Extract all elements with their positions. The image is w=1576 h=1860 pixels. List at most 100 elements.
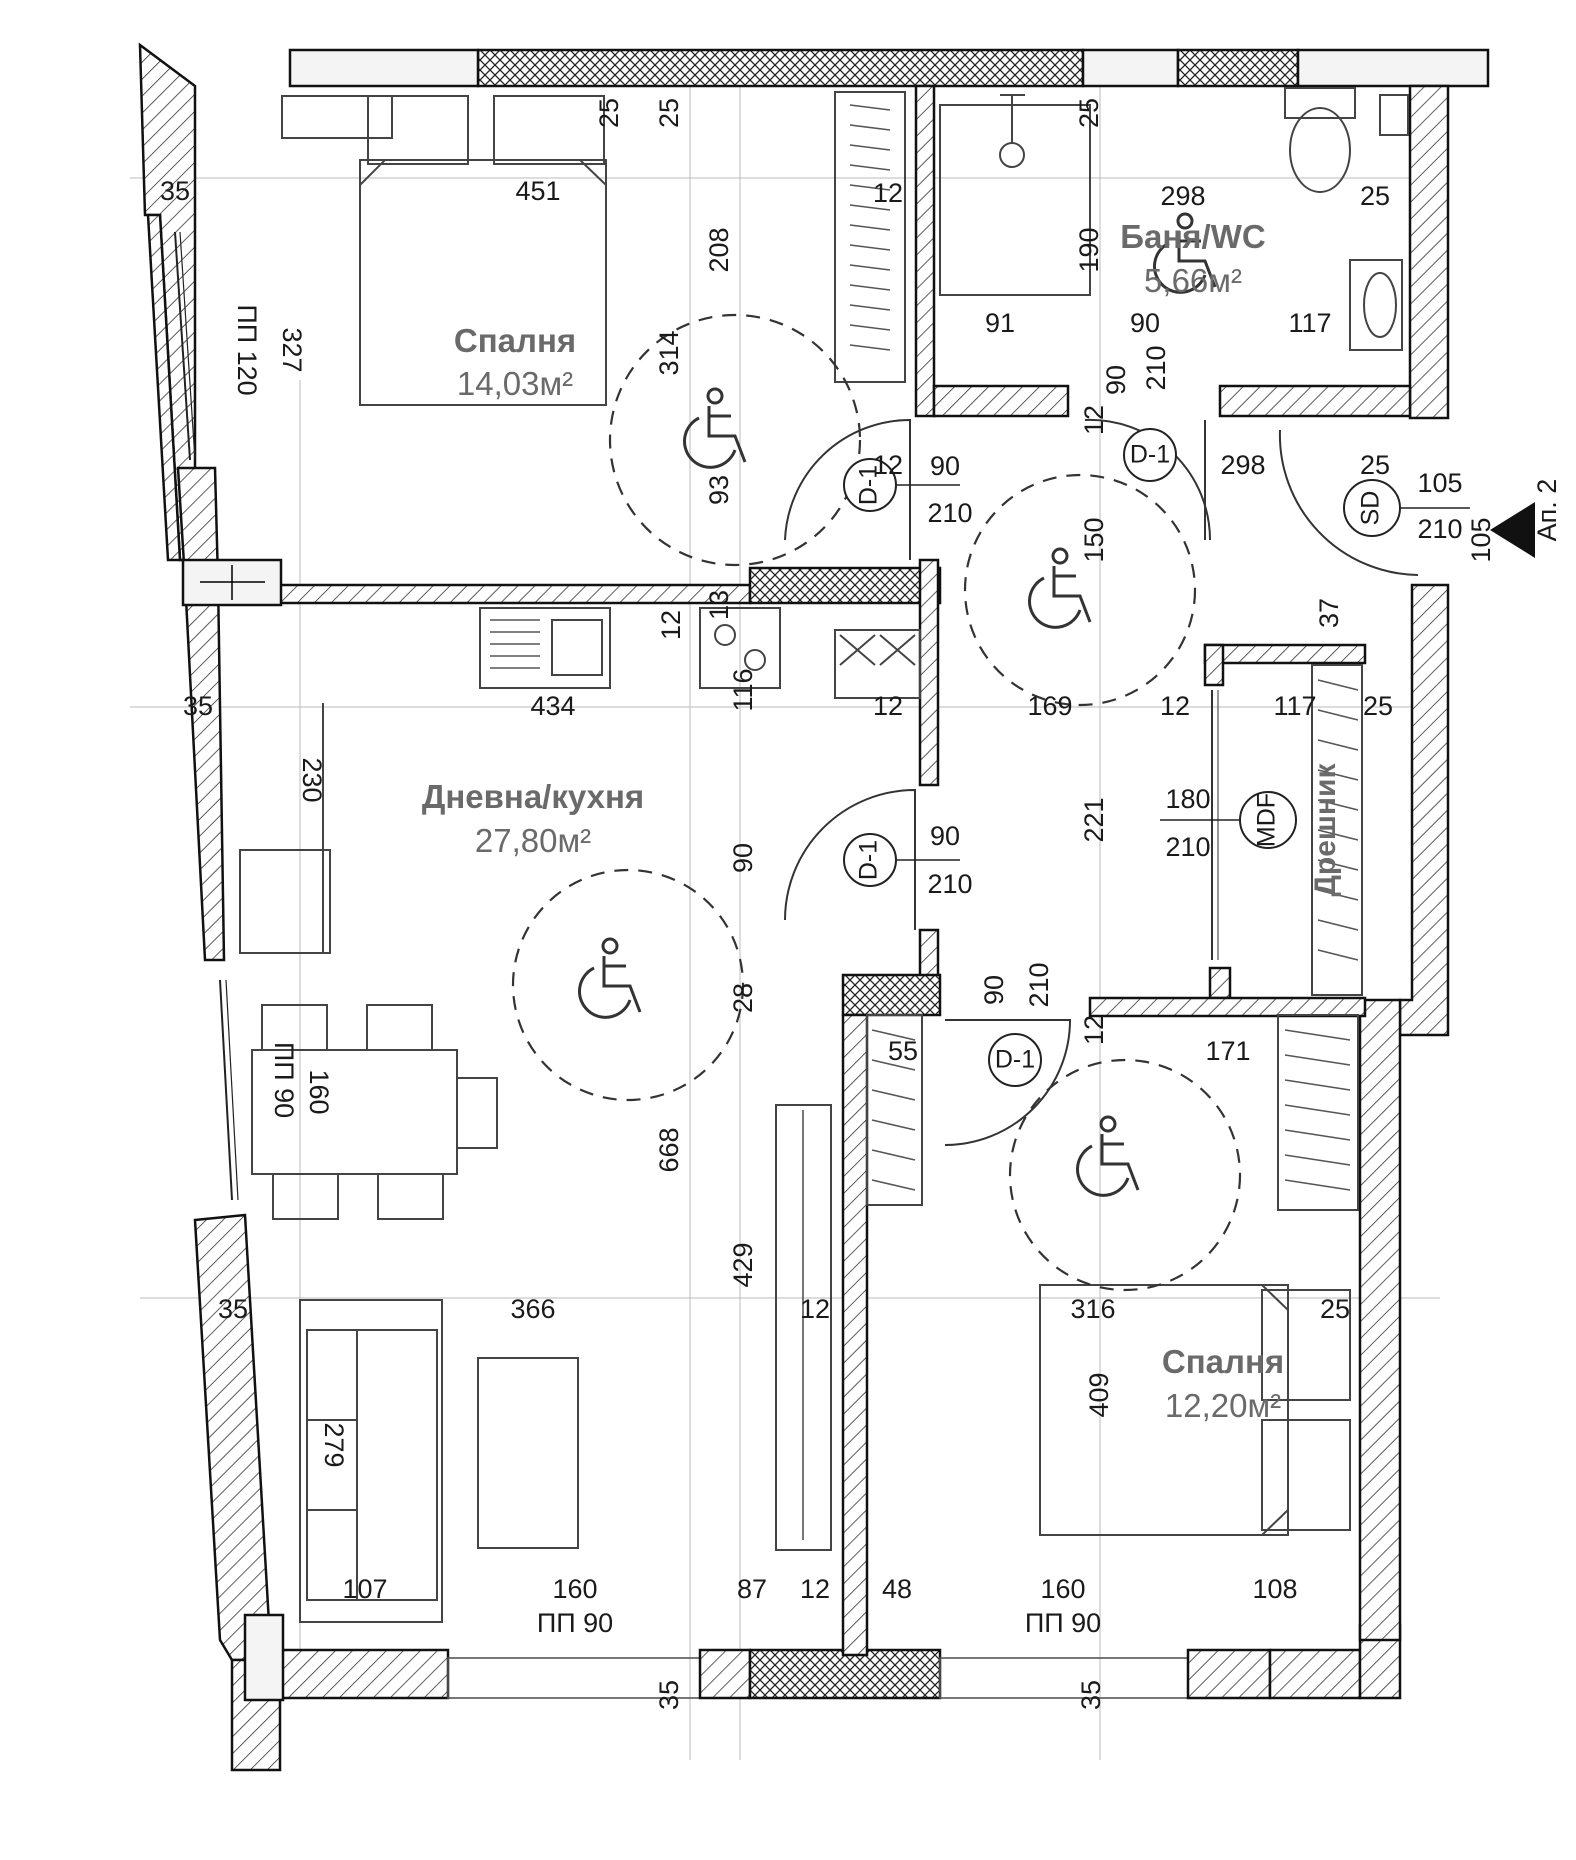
bed-2: [866, 1014, 1359, 1536]
dim-label: 28: [728, 983, 758, 1013]
windows-left: [174, 231, 239, 1201]
dim-label: 35: [218, 1294, 248, 1324]
entry-label: Ап. 2: [1532, 479, 1562, 542]
dim-label: 169: [1027, 691, 1072, 721]
door-width-d1-bedroom2: 90: [979, 975, 1009, 1005]
dim-label: 316: [1070, 1294, 1115, 1324]
dim-label: 171: [1205, 1036, 1250, 1066]
dim-label: 12: [1079, 405, 1109, 435]
room-name-wardrobe: Дрешник: [1309, 763, 1342, 897]
dim-label: 37: [1314, 598, 1344, 628]
columns: [181, 558, 285, 1702]
dim-label: 90: [728, 843, 758, 873]
door-height-d1-bedroom2: 210: [1024, 962, 1054, 1007]
dim-label: 409: [1084, 1372, 1114, 1417]
door-tag-d1-bath: D-1: [1130, 441, 1170, 469]
bed-1: [281, 95, 607, 406]
dim-label: 150: [1079, 517, 1109, 562]
dining-table: [251, 1004, 498, 1220]
sofa: [299, 1104, 832, 1623]
dim-label: 93: [704, 475, 734, 505]
door-tag-sd: SD: [1357, 491, 1385, 526]
room-area-living: 27,80м²: [475, 822, 591, 859]
dim-label: 35: [1076, 1680, 1106, 1710]
dim-label: 91: [985, 308, 1015, 338]
window-label-left-top: ПП 120: [232, 304, 262, 395]
dim-label: 117: [1273, 691, 1316, 721]
door-width-mdf: 180: [1165, 784, 1210, 814]
dim-label: 160: [1040, 1574, 1085, 1604]
dim-label: 12: [800, 1294, 830, 1324]
door-tag-d1-bedroom2: D-1: [995, 1046, 1035, 1074]
wardrobe-1: [834, 91, 906, 383]
entry-dim: 105: [1466, 517, 1496, 562]
dim-label: 12: [656, 610, 686, 640]
room-name-bedroom-1: Спалня: [454, 322, 576, 359]
door-height-d1-bedroom: 210: [927, 498, 972, 528]
entry-arrow: [1490, 502, 1535, 558]
door-tag-mdf: MDF: [1253, 793, 1281, 847]
door-width-d1-bedroom: 90: [930, 451, 960, 481]
dim-label: 25: [1074, 98, 1104, 128]
room-area-bedroom-2: 12,20м²: [1165, 1387, 1281, 1424]
door-tag-d1-living: D-1: [855, 840, 883, 880]
dim-label: 429: [728, 1242, 758, 1287]
dim-label: 107: [342, 1574, 387, 1604]
dim-label: 25: [594, 98, 624, 128]
dim-label: 210: [1141, 345, 1171, 390]
dim-label: 314: [654, 330, 684, 375]
dim-label: 160: [552, 1574, 597, 1604]
dim-label: 116: [728, 668, 758, 711]
exterior-walls: [138, 42, 1490, 1772]
dim-label: 25: [1360, 181, 1390, 211]
door-height-sd: 210: [1417, 514, 1462, 544]
dim-label: 451: [515, 176, 560, 206]
dim-label: 12: [873, 691, 903, 721]
door-height-d1-living: 210: [927, 869, 972, 899]
dim-label: 668: [654, 1127, 684, 1172]
dim-label: 12: [1160, 691, 1190, 721]
dim-label: 12: [873, 178, 903, 208]
dim-label: 208: [704, 227, 734, 272]
dim-label: 48: [882, 1574, 912, 1604]
door-height-mdf: 210: [1165, 832, 1210, 862]
dim-label: 55: [888, 1036, 918, 1066]
room-name-bedroom-2: Спалня: [1162, 1343, 1284, 1380]
dim-label: 327: [277, 327, 307, 372]
dim-label: 25: [654, 98, 684, 128]
window-label-bottom-right: ПП 90: [1025, 1608, 1101, 1638]
bathroom-fixtures: [939, 87, 1409, 351]
door-tag-d1-bedroom: D-1: [855, 465, 883, 505]
dim-label: 190: [1074, 227, 1104, 272]
dim-label: 25: [1320, 1294, 1350, 1324]
dim-label: 221: [1079, 797, 1109, 842]
room-name-bathroom: Баня/WC: [1120, 218, 1265, 255]
door-width-sd: 105: [1417, 468, 1462, 498]
dim-label: 366: [510, 1294, 555, 1324]
window-label-bottom-left: ПП 90: [537, 1608, 613, 1638]
dim-label: 12: [800, 1574, 830, 1604]
door-width-d1-living: 90: [930, 821, 960, 851]
dim-label: 25: [1360, 450, 1390, 480]
dim-label: 12: [873, 450, 903, 480]
room-area-bedroom-1: 14,03м²: [457, 365, 573, 402]
dim-label: 13: [704, 590, 734, 620]
accessibility-circles: [511, 313, 1242, 1292]
window-label-left-mid: ПП 90: [269, 1042, 299, 1118]
dim-label: 298: [1160, 181, 1205, 211]
dim-label: 279: [319, 1422, 349, 1467]
dim-label: 160: [304, 1069, 334, 1114]
dim-label: 87: [737, 1574, 767, 1604]
dim-label: 25: [1363, 691, 1393, 721]
dim-label: 35: [654, 1680, 684, 1710]
dim-label: 434: [530, 691, 575, 721]
dim-label: 90: [1101, 365, 1131, 395]
dim-label: 90: [1130, 308, 1160, 338]
room-area-bathroom: 5,66м²: [1144, 262, 1242, 299]
wardrobe-shelves: [1211, 664, 1363, 996]
kitchen-units: [239, 607, 921, 954]
room-name-living: Дневна/кухня: [422, 778, 644, 815]
dim-label: 108: [1252, 1574, 1297, 1604]
dimension-labels: 25 25 451 208 12 314 93 327 35 25 298 25…: [160, 98, 1393, 1710]
